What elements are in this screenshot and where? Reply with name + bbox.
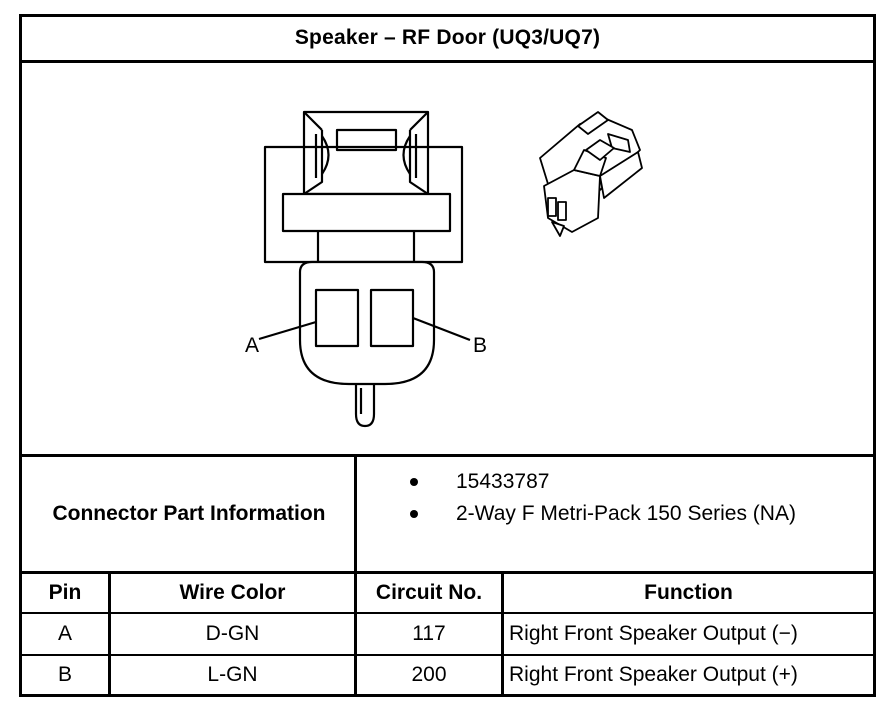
column-header-function: Function — [644, 581, 733, 604]
connector-crossbar — [281, 192, 452, 233]
column-header-wire-color: Wire Color — [179, 581, 286, 604]
function-cell: Right Front Speaker Output (−) — [509, 622, 798, 645]
connector-info-item: 15433787 — [410, 467, 549, 497]
table-header-divider — [19, 612, 876, 614]
pin-label-b: B — [473, 334, 487, 357]
column-header-pin: Pin — [48, 581, 82, 604]
page-title: Speaker – RF Door (UQ3/UQ7) — [294, 26, 601, 49]
table-top-divider — [19, 571, 876, 574]
bullet-icon — [410, 510, 418, 518]
title-divider — [19, 60, 876, 63]
bullet-icon — [410, 478, 418, 486]
connector-key — [354, 384, 376, 428]
circuit-no-cell: 200 — [411, 663, 447, 686]
connector-cavity-housing — [298, 260, 436, 386]
diagram-divider — [19, 454, 876, 457]
connector-info-item: 2-Way F Metri-Pack 150 Series (NA) — [410, 499, 796, 529]
column-header-circuit-no: Circuit No. — [375, 581, 483, 604]
part-number: 15433787 — [456, 470, 550, 493]
pin-cell: B — [57, 663, 72, 686]
connector-sheet-frame — [19, 14, 876, 697]
cavity-a — [314, 288, 360, 348]
table-row-divider — [19, 654, 876, 656]
wire-color-cell: D-GN — [205, 622, 260, 645]
function-cell: Right Front Speaker Output (+) — [509, 663, 798, 686]
wire-color-cell: L-GN — [207, 663, 258, 686]
circuit-no-cell: 117 — [412, 622, 446, 645]
connector-info-label: Connector Part Information — [52, 502, 326, 525]
table-col-divider — [501, 571, 504, 697]
table-col-divider — [108, 571, 111, 697]
pin-label-a: A — [245, 334, 259, 357]
pin-cell: A — [57, 622, 72, 645]
connector-description: 2-Way F Metri-Pack 150 Series (NA) — [456, 502, 796, 525]
connector-info-divider — [354, 454, 357, 697]
